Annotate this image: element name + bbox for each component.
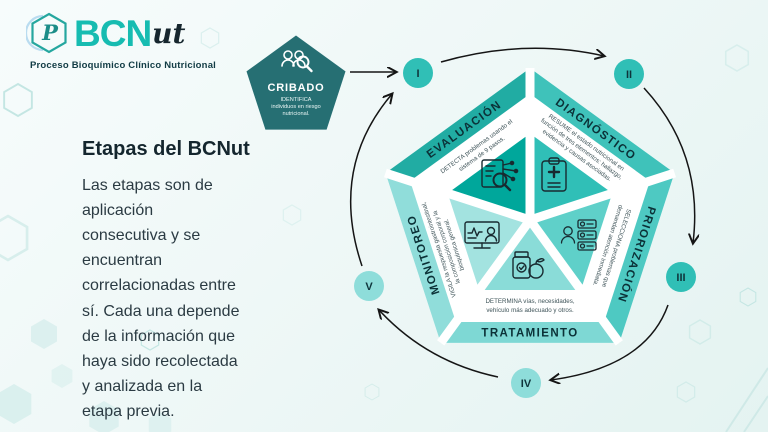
logo-arc: [26, 14, 44, 52]
monitoreo-screen-icon: [464, 221, 500, 249]
arrow-4-to-5: [379, 310, 499, 378]
page-title: Etapas del BCNut: [82, 138, 250, 160]
logo-monogram: P: [41, 20, 59, 45]
brand-suffix: ut: [152, 16, 186, 50]
wedge-priorizacion-band: [604, 173, 675, 343]
cribado-desc-line: IDENTIFICA: [280, 97, 311, 103]
arrow-5-to-1: [349, 94, 392, 267]
stage-numeral: I: [416, 68, 419, 80]
stage-circle-2-bg: [614, 59, 644, 89]
intro-block: Etapas del BCNut Las etapas son de aplic…: [82, 138, 274, 424]
cribado-desc-line: nutricional.: [282, 111, 309, 117]
flow-arrows: [349, 47, 695, 380]
cribado-pentagon: [246, 35, 346, 130]
stage-title-tratamiento: TRATAMIENTO: [481, 328, 578, 340]
stage-numeral: II: [626, 69, 632, 81]
arrow-3-to-4: [551, 304, 669, 380]
stage-circle-3: III: [666, 262, 696, 292]
priorizacion-checklist-icon: [560, 219, 597, 251]
wedge-tratamiento-inner: [479, 220, 581, 290]
wedge-monitoreo-band: [385, 173, 456, 343]
stage-circle-1: I: [403, 58, 433, 88]
corner-lines-decor: [725, 367, 768, 432]
tratamiento-nutrition-icon: [512, 251, 545, 279]
wedge-tratamiento-band: [440, 322, 620, 343]
brand-tagline: Proceso Bioquímico Clínico Nutricional: [30, 60, 217, 71]
wedge-separators: [384, 68, 676, 346]
stage-circle-3-bg: [666, 262, 696, 292]
stage-circle-4-bg: [511, 368, 541, 398]
wedge-evaluacion-band: [385, 68, 531, 182]
cribado-title: CRIBADO: [268, 82, 325, 94]
diagnostico-clipboard-icon: [541, 157, 567, 192]
stage-circle-5-bg: [354, 271, 384, 301]
logo-hexagon: [31, 12, 67, 54]
stage-circle-1-bg: [403, 58, 433, 88]
arrow-1-to-2: [440, 47, 604, 63]
cribado-desc-line: individuos en riesgo: [271, 104, 320, 110]
wedge-tratamiento: [440, 220, 620, 343]
desc-line: vehículo más adecuado y otros.: [486, 307, 574, 314]
wedge-diagnostico-band: [529, 68, 675, 182]
stage-circle-4: IV: [511, 368, 541, 398]
stage-numeral: III: [676, 272, 685, 284]
intro-paragraph: Las etapas son de aplicación consecutiva…: [82, 177, 240, 420]
stage-numeral: IV: [521, 378, 532, 390]
stage-numeral: V: [365, 281, 373, 293]
stage-circles: I II III IV V: [354, 58, 696, 398]
brand-name: BCN: [74, 12, 152, 54]
brand-hexagon-icon: P: [26, 12, 67, 54]
stage-circle-2: II: [614, 59, 644, 89]
screening-people-icon: [281, 50, 313, 73]
stage-desc-tratamiento: DETERMINA vías, necesidades, vehículo má…: [485, 298, 574, 314]
evaluacion-document-search-icon: [481, 159, 519, 192]
desc-line: DETERMINA vías, necesidades,: [485, 298, 574, 305]
stage-circle-5: V: [354, 271, 384, 301]
cribado-badge: CRIBADO IDENTIFICA individuos en riesgo …: [246, 35, 346, 130]
arrow-2-to-3: [643, 87, 695, 243]
